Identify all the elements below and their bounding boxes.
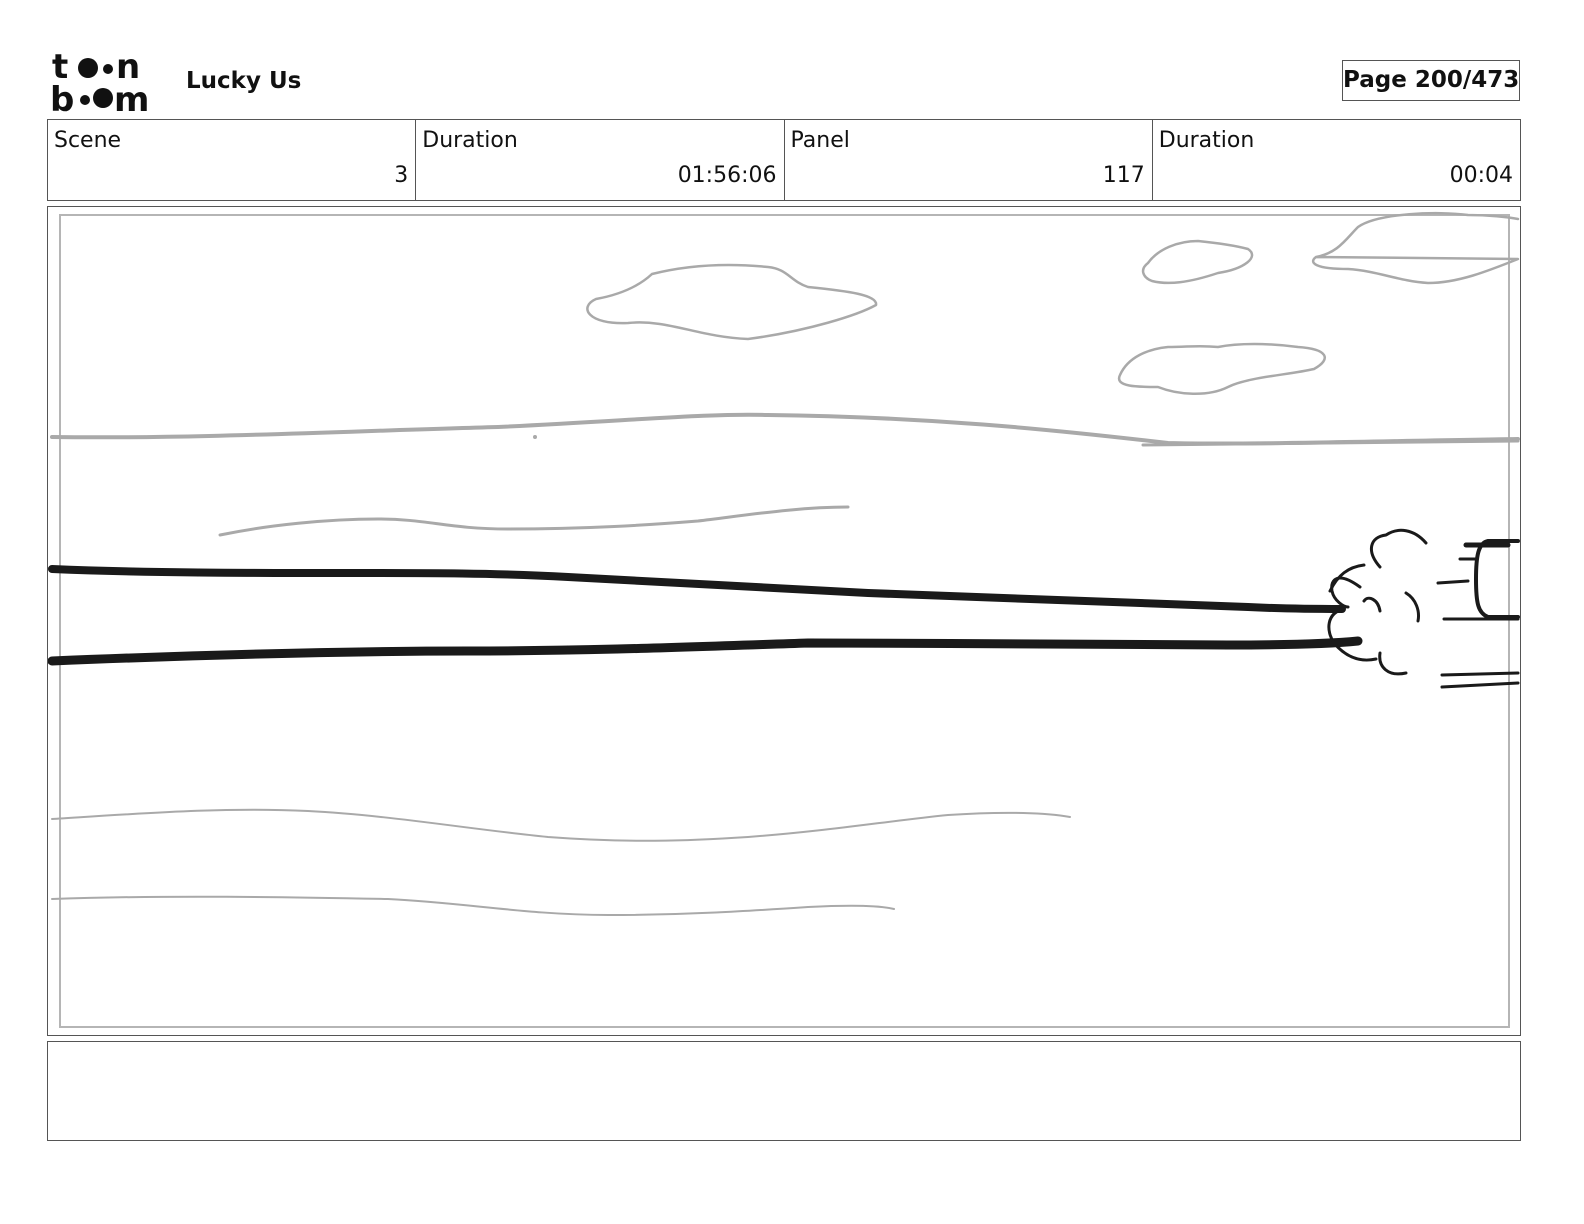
scene-duration-value: 01:56:06 (677, 163, 777, 188)
panel-value: 117 (1102, 163, 1145, 188)
speed-line (1440, 671, 1520, 689)
horizon-line (50, 412, 1520, 446)
storyboard-panel (47, 206, 1521, 1036)
scene-label: Scene (54, 128, 122, 153)
horizon-line (1141, 439, 1520, 447)
ink-lines (48, 528, 1520, 689)
horizon-dot (533, 435, 537, 439)
panel-duration-value: 00:04 (1449, 163, 1513, 188)
cloud (1311, 211, 1520, 285)
ground-line (51, 895, 895, 916)
page-number: Page 200/473 (1342, 60, 1520, 101)
panel-info-table: Scene 3 Duration 01:56:06 Panel 117 Dura… (47, 119, 1521, 201)
cloud (1117, 342, 1326, 395)
road-sketch-line (218, 505, 850, 537)
ground-line (51, 808, 1071, 842)
panel-notes-box (47, 1041, 1521, 1141)
dust-cloud (1328, 563, 1366, 593)
sketch-lines (50, 211, 1520, 916)
svg-text:t: t (52, 48, 68, 87)
svg-text:n: n (116, 48, 140, 87)
panel-label: Panel (790, 128, 850, 153)
scene-duration-label: Duration (422, 128, 518, 153)
panel-sketch (48, 211, 1520, 1028)
toon-boom-logo: t n b m (50, 47, 166, 120)
cloud (586, 263, 878, 341)
road-bottom-edge (48, 636, 1363, 666)
project-title: Lucky Us (186, 68, 302, 94)
panel-duration-label: Duration (1158, 128, 1255, 153)
scene-cell: Scene 3 (48, 120, 415, 200)
car-body (1436, 557, 1520, 621)
panel-cell: Panel 117 (783, 120, 1152, 200)
panel-duration-cell: Duration 00:04 (1151, 120, 1520, 200)
dust-cloud (1327, 528, 1428, 676)
scene-value: 3 (394, 163, 409, 188)
svg-text:b: b (50, 80, 74, 114)
camera-frame (59, 214, 1510, 1028)
scene-duration-cell: Duration 01:56:06 (415, 120, 783, 200)
svg-text:m: m (114, 80, 149, 114)
cloud (1141, 239, 1254, 285)
toon-boom-logo-mark: t n b m (50, 47, 149, 120)
road-top-edge (48, 565, 1346, 613)
car-body (1474, 539, 1520, 619)
